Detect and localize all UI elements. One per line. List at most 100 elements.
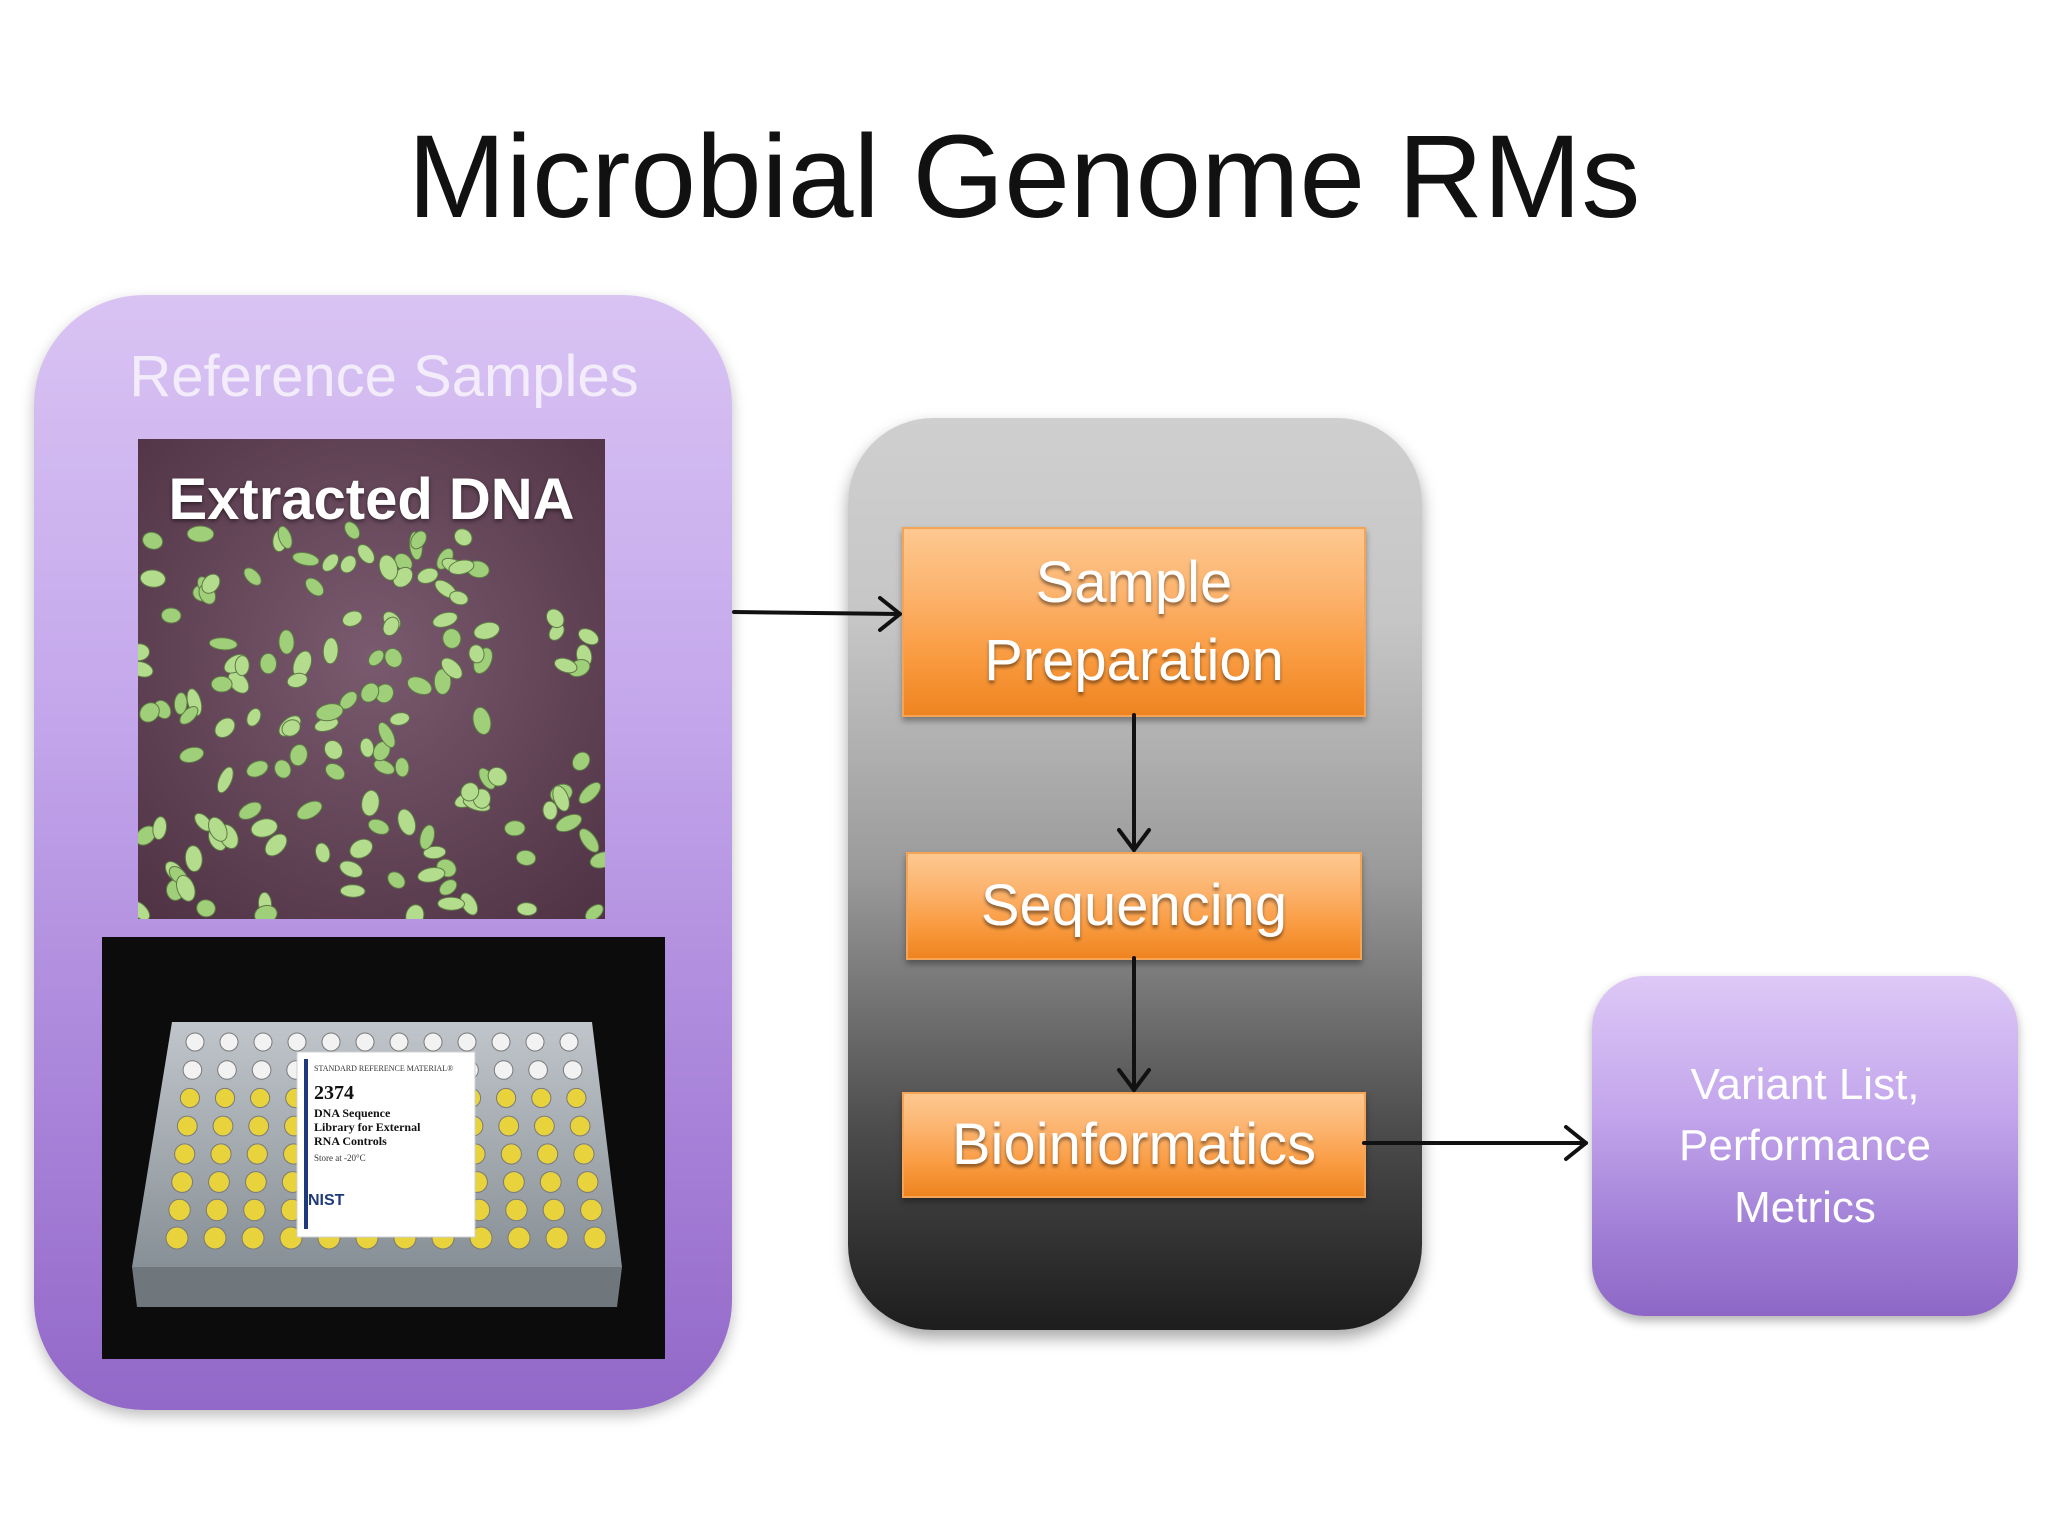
tube-cap (545, 1226, 569, 1250)
bacterium-cell (277, 525, 293, 549)
box-label-line2: Library for External (314, 1120, 421, 1134)
bacterium-cell (410, 530, 427, 550)
box-label-line3: RNA Controls (314, 1134, 387, 1148)
bacterium-cell (160, 607, 182, 624)
tube-cap (500, 1143, 522, 1165)
tube-cap (205, 1198, 229, 1222)
tube-cap (203, 1226, 227, 1250)
box-label-number: 2374 (314, 1082, 354, 1104)
bacterium-cell (342, 610, 363, 627)
bacterium-cell (448, 559, 475, 575)
bacterium-cell (314, 842, 331, 864)
bacterium-cell (214, 717, 236, 739)
bacterium-cell (378, 554, 399, 581)
bacterium-cell (437, 896, 465, 911)
tube-cap (182, 1060, 203, 1080)
bacterium-cell (184, 845, 203, 873)
bacterium-cell (259, 652, 278, 675)
bacterium-cell (405, 904, 425, 919)
bacterium-cell (361, 789, 380, 817)
tube-cap (248, 1115, 270, 1137)
tube-cap (179, 1087, 201, 1109)
bacterium-cell (196, 899, 216, 918)
bacterium-cell (419, 824, 436, 850)
output-line3: Metrics (1734, 1182, 1876, 1232)
bacterium-cell (322, 637, 339, 665)
bacterium-cell (234, 655, 250, 677)
bacterium-cell (254, 904, 278, 919)
bacterium-cell (173, 692, 188, 715)
bacterium-cell (208, 637, 238, 651)
tube-cap (287, 1032, 307, 1052)
bacterium-cell (264, 833, 288, 857)
tube-cap (217, 1060, 237, 1080)
tube-cap (534, 1115, 555, 1137)
bacterium-cell (216, 766, 234, 794)
tube-cap (583, 1226, 607, 1250)
bacterium-cell (138, 643, 150, 662)
tube-cap (573, 1143, 595, 1165)
bacterium-cell (473, 621, 500, 640)
bacterium-cell (416, 567, 439, 584)
bacterium-cell (305, 577, 325, 597)
bacterium-cell (238, 801, 262, 820)
bacterium-cell (289, 743, 308, 767)
tube-cap (498, 1115, 520, 1137)
bacterium-cell (578, 828, 600, 853)
tube-cap (569, 1115, 591, 1137)
bacterium-cell (460, 782, 480, 802)
bacterium-cell (278, 629, 295, 655)
arrow-head-seq (1117, 828, 1151, 852)
tube-cap (250, 1087, 271, 1109)
bacterium-cell (584, 904, 604, 919)
bacterium-cell (292, 551, 320, 567)
tube-cap (576, 1171, 599, 1193)
tube-cap (496, 1087, 517, 1109)
tube-cap (245, 1171, 267, 1193)
bacterium-cell (296, 800, 323, 821)
tube-cap (212, 1115, 234, 1137)
reference-material-box-photo: STANDARD REFERENCE MATERIAL® 2374 DNA Se… (102, 937, 665, 1359)
bacterium-cell (406, 676, 433, 696)
bacterium-cell (515, 849, 537, 866)
bacterium-cell (315, 703, 344, 722)
bacterium-cell (246, 707, 262, 727)
tube-cap (503, 1171, 525, 1193)
tube-cap (251, 1060, 272, 1080)
bacterium-cell (179, 746, 205, 764)
tube-cap (208, 1171, 230, 1193)
box-label-store: Store at -20°C (314, 1153, 366, 1163)
bacterium-cell (210, 675, 233, 693)
tube-cap (165, 1226, 189, 1250)
output-line2: Performance (1679, 1121, 1931, 1171)
tube-cap (176, 1115, 198, 1137)
tube-cap (559, 1032, 579, 1052)
bacterium-cell (323, 739, 344, 760)
bacterium-cell (360, 682, 380, 703)
bacterium-cell (176, 874, 196, 902)
output-line1: Variant List, (1690, 1059, 1920, 1109)
bacterium-cell (373, 759, 395, 775)
extracted-dna-photo: Extracted DNA (138, 439, 605, 919)
tube-cap (566, 1087, 587, 1109)
bacterium-cell (357, 543, 375, 565)
tube-cap (580, 1198, 603, 1222)
bacterium-cell (394, 757, 410, 778)
bacterium-cell (339, 555, 357, 574)
nist-logo: NIST (308, 1192, 345, 1209)
bacterium-cell (589, 851, 605, 869)
bacteria-micrograph (138, 439, 605, 919)
bacterium-cell (208, 816, 228, 842)
bacterium-cell (377, 721, 396, 749)
tube-cap (493, 1060, 514, 1080)
bacterium-cell (152, 816, 168, 841)
bacterium-cell (321, 553, 340, 572)
bacterium-cell (138, 661, 154, 678)
tube-cap (246, 1143, 268, 1165)
tube-cap (241, 1226, 265, 1250)
tube-cap (457, 1032, 477, 1052)
tube-cap (210, 1143, 232, 1165)
tube-cap (168, 1198, 191, 1222)
bacterium-cell (281, 719, 301, 737)
bacterium-cell (138, 900, 151, 919)
